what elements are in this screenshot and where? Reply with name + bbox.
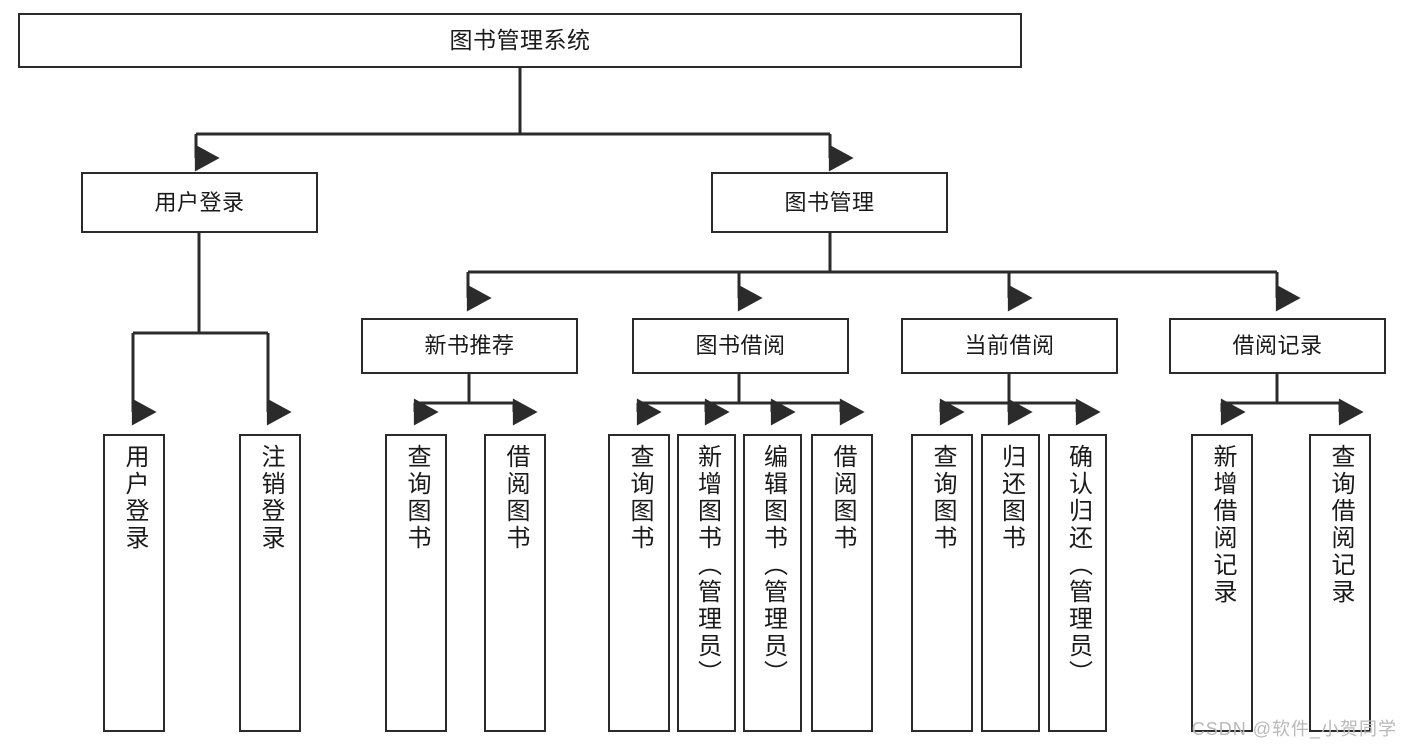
node-new-book-recommend[interactable]: 新书推荐 <box>361 318 578 374</box>
watermark: CSDN @软件_小贺同学 <box>1191 719 1397 739</box>
node-current-borrow[interactable]: 当前借阅 <box>901 318 1118 374</box>
node-book-borrow[interactable]: 图书借阅 <box>632 318 849 374</box>
node-leaf-confirm-return-label: 确认归还（管理员） <box>1064 444 1092 687</box>
node-book-borrow-label: 图书借阅 <box>695 333 786 359</box>
node-leaf-query-record-label: 查询借阅记录 <box>1327 444 1354 606</box>
node-leaf-user-login-label: 用户登录 <box>121 444 148 552</box>
node-root-label: 图书管理系统 <box>449 26 591 53</box>
node-borrow-record[interactable]: 借阅记录 <box>1169 318 1386 374</box>
node-leaf-query-book-3-label: 查询图书 <box>929 444 956 552</box>
node-leaf-query-book-1[interactable]: 查询图书 <box>385 434 447 732</box>
node-leaf-query-record[interactable]: 查询借阅记录 <box>1309 434 1371 732</box>
node-leaf-edit-book[interactable]: 编辑图书（管理员） <box>743 434 802 732</box>
node-leaf-return-book[interactable]: 归还图书 <box>981 434 1040 732</box>
node-book-manage-label: 图书管理 <box>784 189 875 215</box>
node-root[interactable]: 图书管理系统 <box>18 13 1022 68</box>
node-new-book-recommend-label: 新书推荐 <box>424 333 515 359</box>
node-leaf-query-book-1-label: 查询图书 <box>403 444 430 552</box>
node-user-login[interactable]: 用户登录 <box>81 172 318 233</box>
node-user-login-label: 用户登录 <box>154 189 245 215</box>
node-borrow-record-label: 借阅记录 <box>1232 333 1323 359</box>
node-leaf-borrow-book-2-label: 借阅图书 <box>829 444 856 552</box>
node-leaf-confirm-return[interactable]: 确认归还（管理员） <box>1048 434 1107 732</box>
node-leaf-borrow-book-1-label: 借阅图书 <box>502 444 529 552</box>
node-leaf-return-book-label: 归还图书 <box>997 444 1025 552</box>
node-leaf-query-book-2[interactable]: 查询图书 <box>608 434 670 732</box>
node-leaf-query-book-2-label: 查询图书 <box>626 444 653 552</box>
node-leaf-user-login[interactable]: 用户登录 <box>103 434 165 732</box>
node-leaf-add-book-label: 新增图书（管理员） <box>693 444 721 687</box>
node-leaf-logout-label: 注销登录 <box>257 444 284 552</box>
node-leaf-add-book[interactable]: 新增图书（管理员） <box>677 434 736 732</box>
node-leaf-logout[interactable]: 注销登录 <box>239 434 301 732</box>
node-leaf-edit-book-label: 编辑图书（管理员） <box>759 444 787 687</box>
node-leaf-borrow-book-2[interactable]: 借阅图书 <box>811 434 873 732</box>
node-current-borrow-label: 当前借阅 <box>964 333 1055 359</box>
node-leaf-borrow-book-1[interactable]: 借阅图书 <box>484 434 546 732</box>
node-leaf-add-record-label: 新增借阅记录 <box>1209 444 1236 606</box>
node-book-manage[interactable]: 图书管理 <box>711 172 948 233</box>
node-leaf-query-book-3[interactable]: 查询图书 <box>911 434 973 732</box>
node-leaf-add-record[interactable]: 新增借阅记录 <box>1191 434 1253 732</box>
